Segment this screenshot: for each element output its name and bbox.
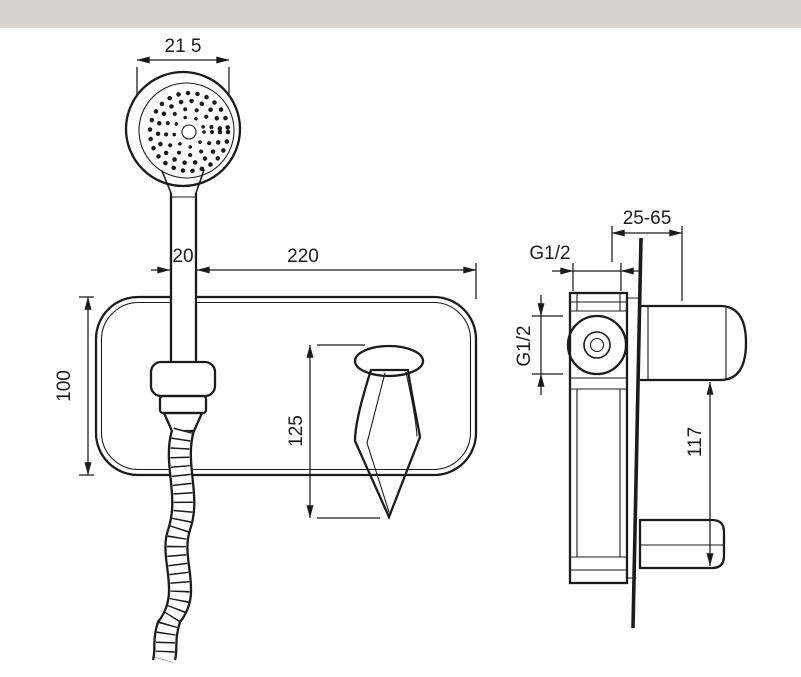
dimension-depth-range: 25-65 — [611, 208, 683, 301]
outlet-gasket — [639, 544, 725, 569]
side-view: 25-65 G1/2 G1/2 117 — [514, 208, 748, 629]
shaft-width-label: 20 — [172, 246, 193, 267]
escutcheon-plate-front — [94, 295, 478, 477]
outlet-distance-label: 117 — [685, 427, 706, 457]
outlet-spout-side — [640, 304, 748, 382]
dimension-top-port: G1/2 — [529, 243, 642, 291]
handle-length-label: 125 — [286, 415, 307, 447]
valve-body — [568, 291, 640, 585]
spray-nozzle-ring — [155, 98, 223, 166]
plate-height-label: 100 — [54, 370, 75, 402]
lower-outlet — [638, 518, 726, 570]
top-port-label: G1/2 — [529, 243, 570, 264]
dimension-plate-height: 100 — [54, 296, 94, 476]
spray-nozzle-ring-inner — [172, 115, 206, 149]
lever-base — [353, 344, 425, 378]
head-width-label: 21 5 — [165, 36, 202, 57]
side-port-label: G1/2 — [514, 325, 535, 366]
shower-hose — [151, 427, 196, 664]
dimension-head-width: 21 5 — [136, 36, 230, 96]
dimension-handle-length: 125 — [286, 344, 380, 519]
spray-nozzle-ring-outer — [147, 90, 231, 174]
hand-shower-handle — [161, 169, 205, 365]
top-gray-bar — [0, 0, 801, 28]
spray-center-cap — [181, 124, 197, 140]
mixer-lever-handle — [353, 344, 425, 520]
dimension-plate-width: 220 — [196, 246, 477, 299]
depth-range-label: 25-65 — [623, 208, 672, 229]
dimension-outlet-distance: 117 — [685, 381, 714, 567]
plate-width-label: 220 — [287, 246, 319, 267]
spray-nozzle-ring — [164, 107, 214, 157]
side-inlet-port — [566, 314, 628, 376]
hand-shower-head — [124, 70, 242, 188]
dimension-shaft-width: 20 — [151, 246, 194, 274]
wall-plate-edge — [631, 237, 643, 629]
front-view: 21 5 20 220 100 125 — [54, 36, 478, 664]
dimension-side-port: G1/2 — [514, 295, 563, 395]
